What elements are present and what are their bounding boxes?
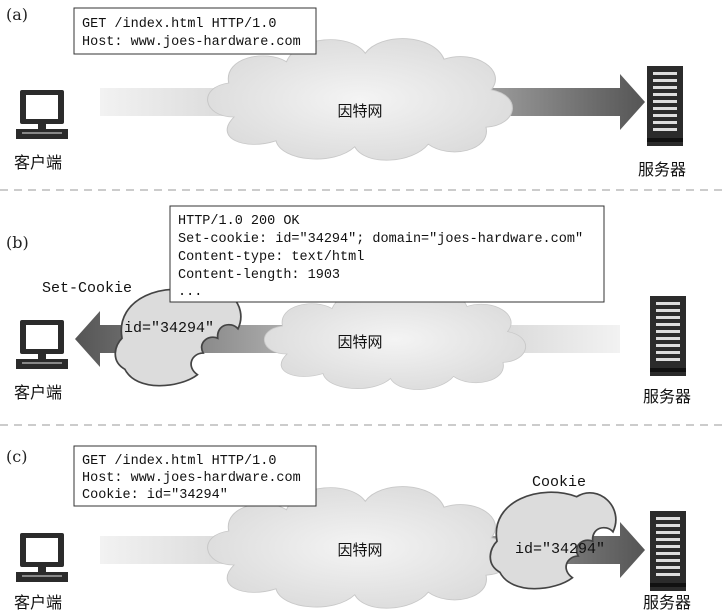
cookie-header-label: Cookie	[532, 474, 586, 491]
internet-cloud	[207, 38, 513, 161]
cookie-value: id="34294"	[515, 541, 605, 558]
internet-label: 因特网	[337, 541, 382, 559]
panel-c: (c) 因特网 id="34294" Cookie GET /index.htm…	[6, 445, 691, 612]
response-message-box	[169, 205, 605, 303]
client-label: 客户端	[14, 383, 62, 402]
server-label: 服务器	[643, 387, 691, 406]
panel-b: (b) 因特网 id="34294" Set-Cookie HTTP/1.0 2…	[6, 205, 691, 406]
message-line: Set-cookie: id="34294"; domain="joes-har…	[178, 232, 583, 247]
request-message-box	[73, 445, 317, 507]
set-cookie-header-label: Set-Cookie	[42, 280, 132, 297]
panel-a: (a) 因特网 GET /index.html HTTP/1.0 Host: w…	[6, 5, 686, 179]
internet-cloud	[263, 288, 527, 391]
client-label: 客户端	[14, 593, 62, 612]
message-line: ...	[178, 285, 202, 300]
message-line: Content-length: 1903	[178, 268, 340, 283]
message-line: Cookie: id="34294"	[82, 488, 228, 503]
server-label: 服务器	[643, 593, 691, 612]
cookie-value: id="34294"	[124, 320, 214, 337]
panel-b-label: (b)	[6, 233, 29, 252]
server-icon	[650, 296, 686, 376]
message-line: Host: www.joes-hardware.com	[82, 35, 301, 50]
request-message-box	[73, 7, 317, 55]
panel-a-label: (a)	[6, 5, 28, 24]
client-computer-icon	[16, 533, 68, 582]
client-computer-icon	[16, 90, 68, 139]
internet-label: 因特网	[337, 333, 382, 351]
server-label: 服务器	[638, 160, 686, 179]
internet-label: 因特网	[337, 102, 382, 120]
client-computer-icon	[16, 320, 68, 369]
client-label: 客户端	[14, 153, 62, 172]
message-line: GET /index.html HTTP/1.0	[82, 454, 276, 469]
message-line: GET /index.html HTTP/1.0	[82, 17, 276, 32]
server-icon	[647, 66, 683, 146]
message-line: Content-type: text/html	[178, 250, 364, 265]
message-line: Host: www.joes-hardware.com	[82, 471, 301, 486]
message-line: HTTP/1.0 200 OK	[178, 214, 300, 229]
panel-c-label: (c)	[6, 447, 27, 466]
server-icon	[650, 511, 686, 591]
